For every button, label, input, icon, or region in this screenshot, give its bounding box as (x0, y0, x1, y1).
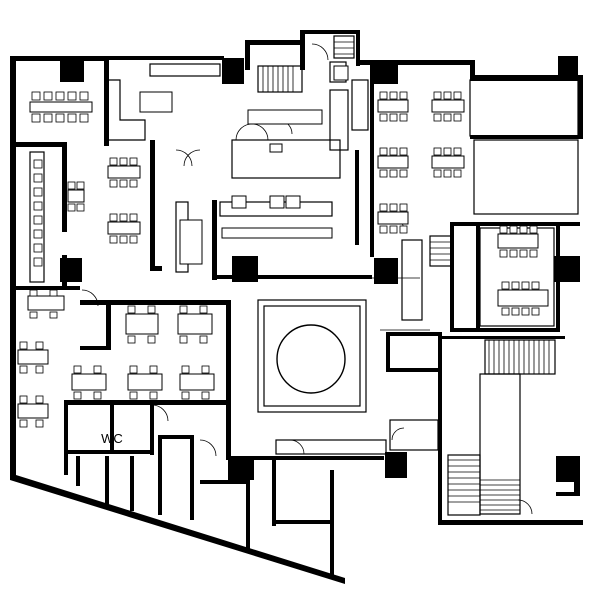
partitions (108, 61, 579, 455)
kitchen-equipment (139, 65, 349, 265)
table-group-lower-left (17, 289, 65, 428)
stairs-small (429, 235, 453, 267)
stairs-top (257, 35, 355, 93)
booth-seating-left (29, 151, 85, 283)
table-group-private-right (497, 225, 549, 316)
table-group-dining-a (107, 157, 141, 244)
outer-walls (10, 30, 583, 584)
central-round-feature (276, 324, 346, 394)
table-group-lower-center (71, 365, 215, 400)
table-group-top-left (29, 91, 93, 123)
interior-walls (10, 62, 580, 578)
table-group-top-right (377, 91, 465, 234)
wc-label: WC (101, 431, 123, 446)
stairs-right (447, 339, 556, 516)
table-group-private-center (125, 305, 213, 344)
